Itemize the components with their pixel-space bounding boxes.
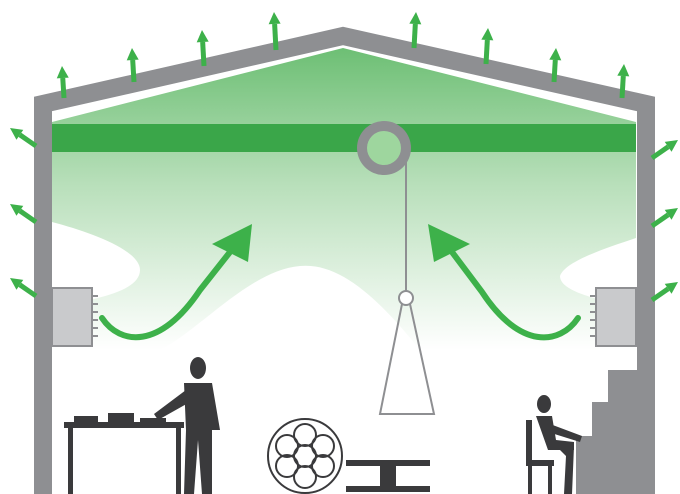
control-stand	[576, 370, 646, 494]
heat-loss-arrowhead	[481, 28, 494, 41]
heat-loss-arrowhead	[268, 12, 281, 25]
heat-loss-arrow-shaft	[650, 286, 670, 303]
right-warm-air-arrow	[449, 249, 581, 341]
warm-air-region	[52, 48, 636, 350]
seated-operator	[526, 395, 582, 494]
left-warm-air-arrow	[99, 249, 233, 341]
heat-loss-arrowhead	[56, 66, 69, 79]
heat-loss-arrow-shaft	[272, 23, 279, 51]
heat-loss-arrowhead	[10, 128, 24, 140]
cable-spool	[267, 418, 343, 494]
heat-loss-arrow-shaft	[200, 41, 207, 67]
heat-loss-arrow-shaft	[483, 39, 490, 65]
heat-loss-arrow-shaft	[619, 75, 626, 99]
heat-loss-arrowhead	[549, 48, 562, 61]
heat-loss-arrow-shaft	[650, 212, 670, 229]
heat-loss-arrowhead	[409, 12, 422, 25]
workbench	[64, 413, 184, 494]
left-warm-air-arrowhead	[212, 224, 252, 262]
heat-loss-arrow-shaft	[60, 77, 67, 99]
heat-loss-arrow-shaft	[18, 132, 38, 149]
ceiling-fan	[357, 121, 411, 292]
heat-loss-arrowhead	[10, 278, 24, 290]
right-unit-heater	[590, 287, 637, 347]
heat-loss-arrowhead	[664, 140, 678, 152]
heat-loss-arrow-shaft	[650, 144, 670, 161]
hanging-lamp	[378, 290, 436, 415]
heat-loss-arrow-shaft	[130, 59, 137, 83]
heat-loss-arrowhead	[617, 64, 630, 77]
heat-loss-arrowhead	[664, 208, 678, 220]
standing-worker	[154, 357, 220, 494]
building-frame	[34, 26, 655, 494]
steel-i-beam	[346, 460, 430, 492]
right-warm-air-arrowhead	[428, 224, 470, 262]
heat-loss-arrowhead	[10, 204, 24, 216]
heat-loss-arrowhead	[196, 30, 209, 43]
heat-loss-arrowhead	[664, 282, 678, 294]
heat-loss-arrowhead	[126, 48, 139, 61]
ceiling-duct	[52, 124, 636, 152]
heat-loss-arrow-shaft	[551, 59, 558, 83]
heat-loss-arrows	[10, 12, 678, 303]
heat-loss-arrow-shaft	[18, 208, 38, 225]
heat-loss-arrow-shaft	[411, 23, 418, 49]
left-unit-heater	[51, 287, 98, 347]
heat-loss-arrow-shaft	[18, 282, 38, 299]
